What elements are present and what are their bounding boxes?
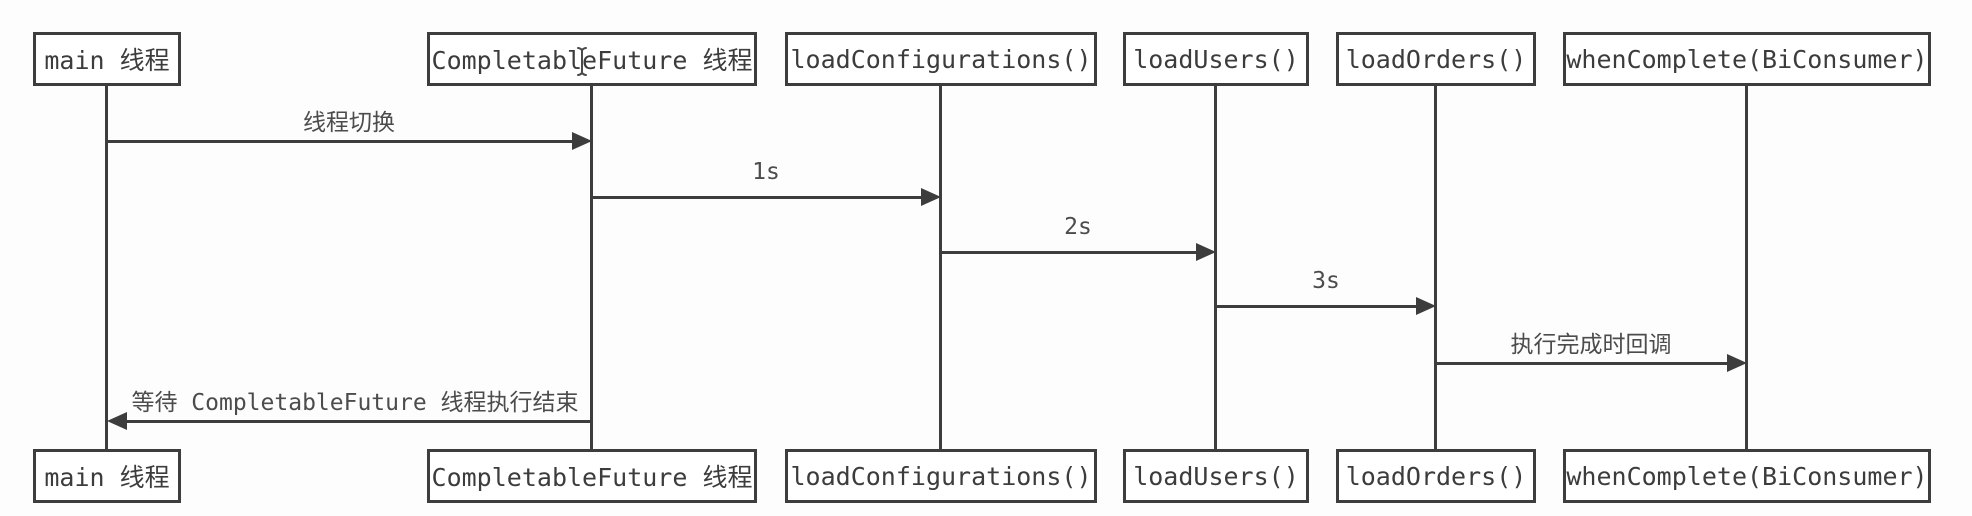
message-line-thread-switch: [107, 140, 574, 143]
message-line-1s: [592, 196, 922, 199]
participant-label: main 线程: [44, 46, 170, 75]
arrowhead-right-icon: [1196, 243, 1216, 261]
participant-label: main 线程: [44, 463, 170, 492]
participant-label: loadOrders(): [1345, 461, 1527, 491]
message-line-wait-finish: [126, 420, 592, 423]
participant-top-completablefuture: CompletableFuture 线程: [427, 32, 757, 86]
message-label-wait-finish: 等待 CompletableFuture 线程执行结束: [131, 390, 579, 416]
lifeline-loadconfigurations: [939, 84, 942, 450]
lifeline-main-thread: [105, 84, 108, 450]
lifeline-loadorders: [1434, 84, 1437, 450]
participant-bottom-loadusers: loadUsers(): [1123, 449, 1309, 503]
arrowhead-right-icon: [572, 132, 592, 150]
participant-top-main-thread: main 线程: [33, 32, 181, 86]
arrowhead-left-icon: [107, 412, 127, 430]
message-label-1s: 1s: [752, 159, 780, 185]
lifeline-completablefuture: [590, 84, 593, 450]
participant-label: CompletableFuture 线程: [431, 46, 753, 75]
message-line-3s: [1216, 305, 1417, 308]
arrowhead-right-icon: [921, 188, 941, 206]
message-line-2s: [941, 251, 1197, 254]
participant-bottom-whencomplete: whenComplete(BiConsumer): [1563, 449, 1931, 503]
message-label-thread-switch: 线程切换: [303, 110, 395, 136]
participant-bottom-loadconfigurations: loadConfigurations(): [785, 449, 1097, 503]
participant-top-loadusers: loadUsers(): [1123, 32, 1309, 86]
text-cursor-icon: [577, 47, 587, 76]
lifeline-loadusers: [1214, 84, 1217, 450]
participant-label: whenComplete(BiConsumer): [1566, 44, 1928, 74]
participant-bottom-completablefuture: CompletableFuture 线程: [427, 449, 757, 503]
participant-bottom-main-thread: main 线程: [33, 449, 181, 503]
lifeline-whencomplete: [1745, 84, 1748, 450]
participant-label: loadOrders(): [1345, 44, 1527, 74]
participant-label: loadUsers(): [1133, 461, 1299, 491]
participant-label: loadUsers(): [1133, 44, 1299, 74]
participant-label: CompletableFuture 线程: [431, 463, 753, 492]
message-label-callback: 执行完成时回调: [1510, 332, 1672, 358]
participant-top-whencomplete: whenComplete(BiConsumer): [1563, 32, 1931, 86]
participant-top-loadconfigurations: loadConfigurations(): [785, 32, 1097, 86]
message-label-2s: 2s: [1064, 214, 1092, 240]
arrowhead-right-icon: [1727, 354, 1747, 372]
message-line-callback: [1436, 362, 1728, 365]
participant-label: loadConfigurations(): [790, 461, 1092, 491]
participant-label: whenComplete(BiConsumer): [1566, 461, 1928, 491]
participant-top-loadorders: loadOrders(): [1336, 32, 1536, 86]
message-label-3s: 3s: [1312, 268, 1340, 294]
participant-bottom-loadorders: loadOrders(): [1336, 449, 1536, 503]
participant-label: loadConfigurations(): [790, 44, 1092, 74]
arrowhead-right-icon: [1416, 297, 1436, 315]
